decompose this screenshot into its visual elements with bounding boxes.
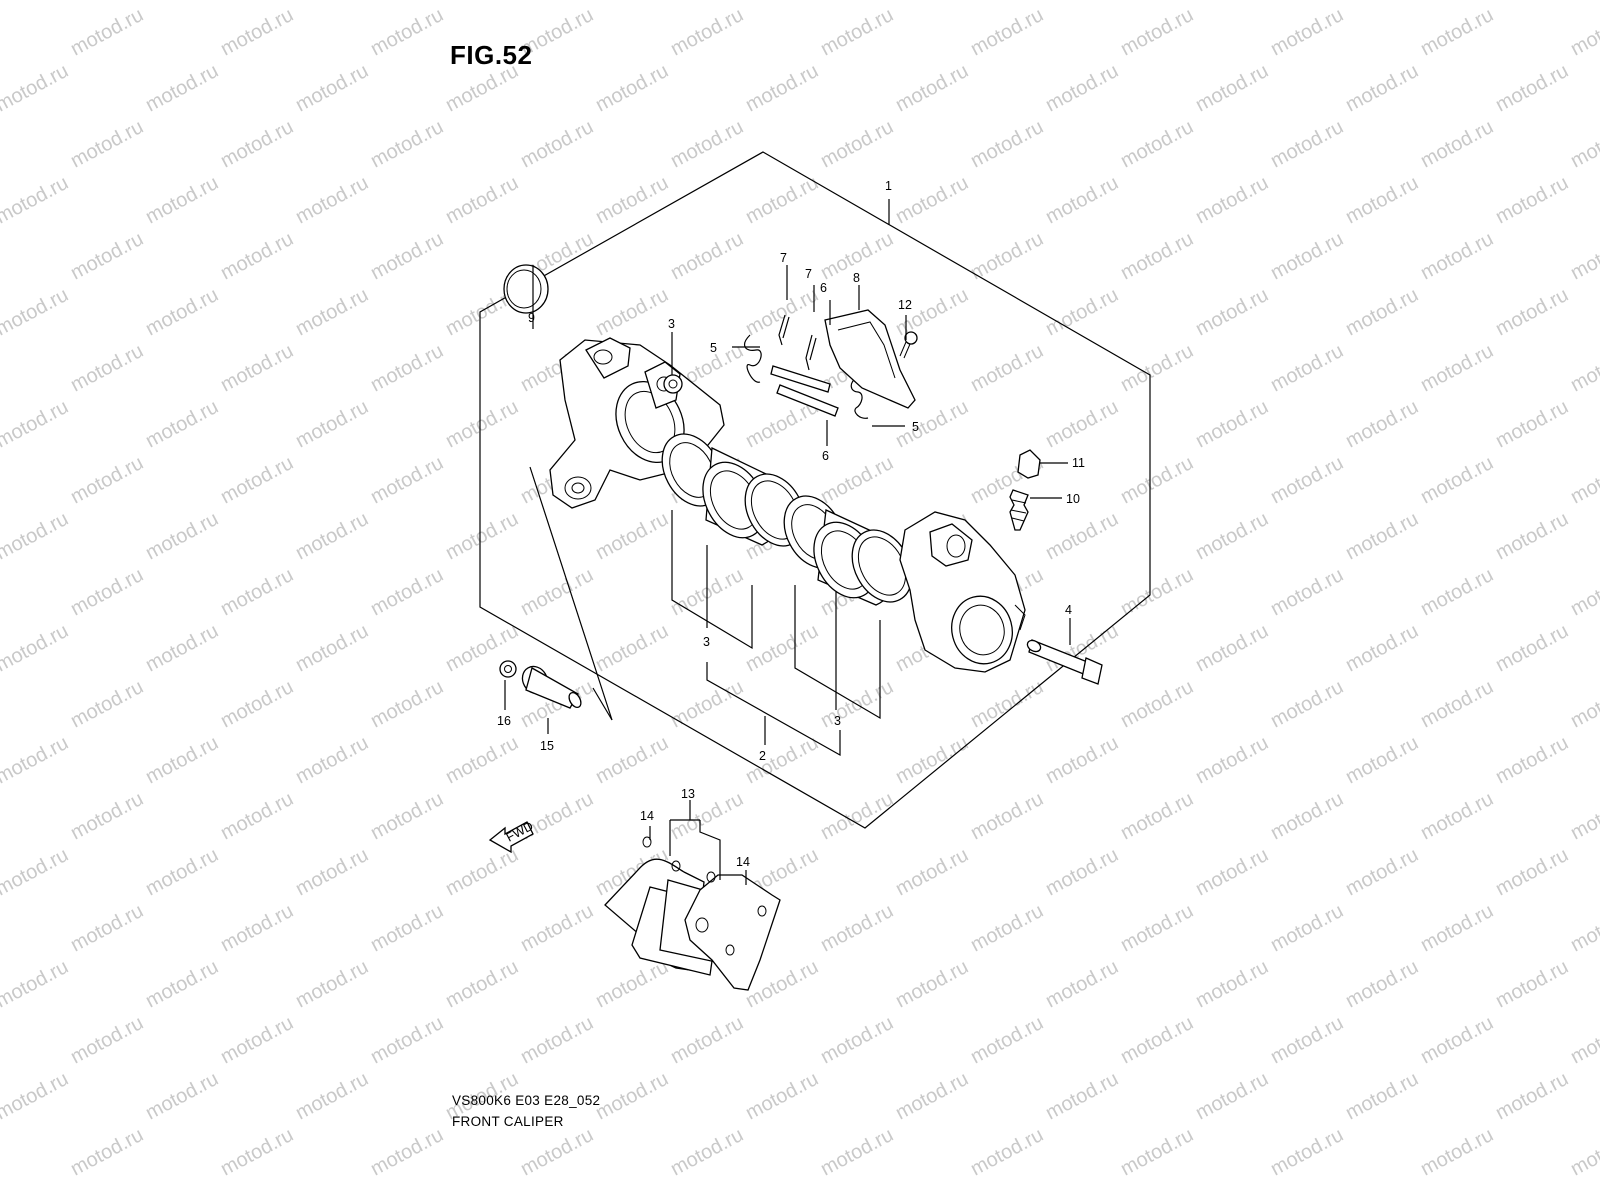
callout-3-top: 3 [668,317,675,331]
callout-5-left: 5 [710,341,717,355]
callout-6-bottom: 6 [822,449,829,463]
pad-callout-brackets [649,800,747,885]
callout-14-left: 14 [640,809,654,823]
brake-pad-set [604,836,781,991]
callout-3-left: 3 [703,635,710,649]
washer-top [663,374,683,394]
pad-retainer-plate [824,309,916,409]
assembly-frame [479,151,1151,829]
mounting-bolt [1026,639,1103,685]
callout-9: 9 [528,311,535,325]
callout-10: 10 [1066,492,1080,506]
piston-group-brackets [529,199,890,757]
small-screw [899,331,918,359]
callout-2: 2 [759,749,766,763]
pad-pins [770,365,839,417]
drawing-code: VS800K6 E03 E28_052 [452,1093,601,1108]
pad-spring-b [850,376,869,419]
leader-lines [504,265,1071,734]
callout-3-right: 3 [834,714,841,728]
callout-15: 15 [540,739,554,753]
cap-plug [503,264,549,314]
small-nut [499,660,517,678]
slide-pin-bolt [521,665,582,709]
bleeder-cap [1017,449,1041,479]
caliper-body-right [899,511,1026,673]
drawing-name: FRONT CALIPER [452,1114,564,1129]
callout-12: 12 [898,298,912,312]
callout-7-left: 7 [780,251,787,265]
figure-title: FIG.52 [450,40,533,70]
callout-8: 8 [853,271,860,285]
forward-arrow: FWD [488,819,536,854]
callout-13: 13 [681,787,695,801]
callout-16: 16 [497,714,511,728]
piston-right [783,495,913,606]
callout-labels: 1 2 3 3 3 4 5 5 6 6 7 7 8 9 10 11 12 13 … [497,179,1085,869]
bleeder-valve [1009,489,1029,531]
callout-11: 11 [1072,456,1085,470]
pin-clip-a [778,314,790,346]
callout-4: 4 [1065,603,1072,617]
pin-clip-b [805,334,817,371]
callout-7-right: 7 [805,267,812,281]
callout-5-right: 5 [912,420,919,434]
callout-1: 1 [885,179,892,193]
pad-spring-a [744,334,762,383]
callout-6-top: 6 [820,281,827,295]
callout-14-right: 14 [736,855,750,869]
